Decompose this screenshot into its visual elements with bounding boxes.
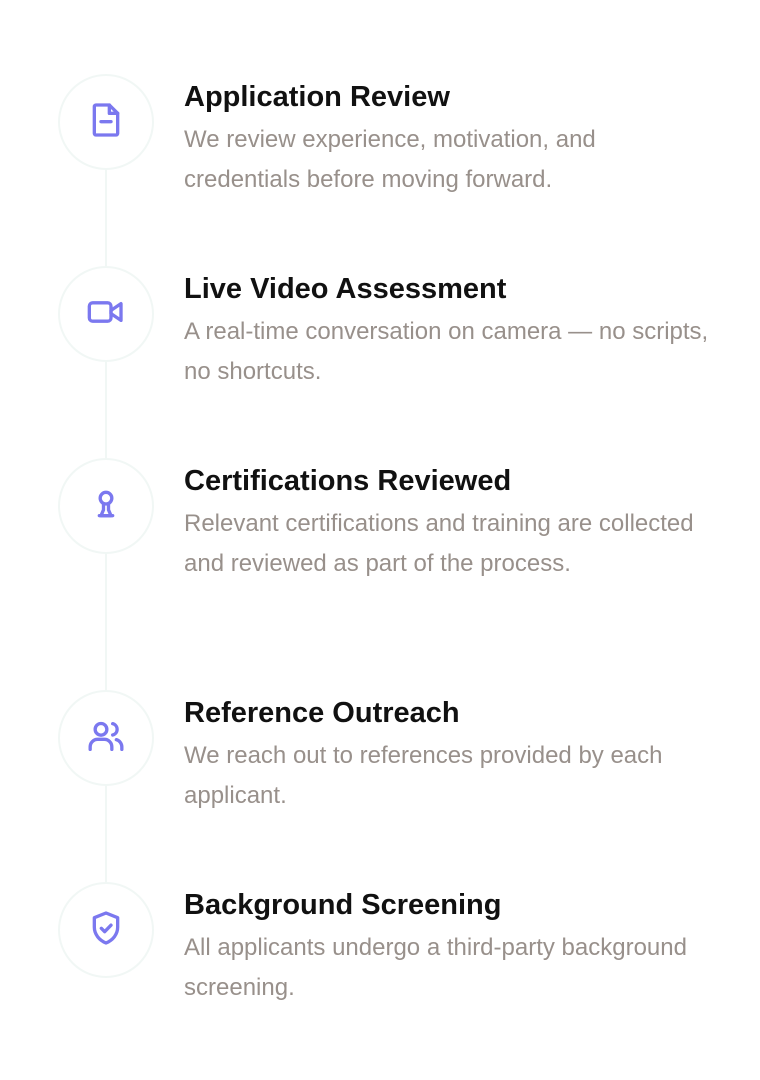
step-description: A real-time conversation on camera — no … [184, 318, 709, 385]
step-description: We reach out to references provided by e… [184, 742, 663, 809]
step-icon-circle [58, 74, 154, 170]
step-title: Certifications Reviewed [184, 465, 512, 497]
document-icon [86, 100, 126, 145]
step-description: We review experience, motivation, and cr… [184, 126, 596, 193]
video-camera-icon [86, 292, 126, 337]
timeline-connector [105, 361, 107, 459]
step-icon-circle [58, 458, 154, 554]
step-icon-circle [58, 690, 154, 786]
step-description: All applicants undergo a third-party bac… [184, 934, 687, 1001]
step-icon-circle [58, 266, 154, 362]
step-title: Live Video Assessment [184, 273, 507, 305]
step-description: Relevant certifications and training are… [184, 510, 694, 577]
timeline-connector [105, 785, 107, 883]
timeline-connector [105, 169, 107, 267]
step-title: Reference Outreach [184, 697, 460, 729]
award-icon [86, 484, 126, 529]
step-title: Background Screening [184, 889, 502, 921]
shield-check-icon [86, 908, 126, 953]
timeline-connector [105, 553, 107, 691]
users-icon [86, 716, 126, 761]
step-title: Application Review [184, 81, 450, 113]
step-icon-circle [58, 882, 154, 978]
